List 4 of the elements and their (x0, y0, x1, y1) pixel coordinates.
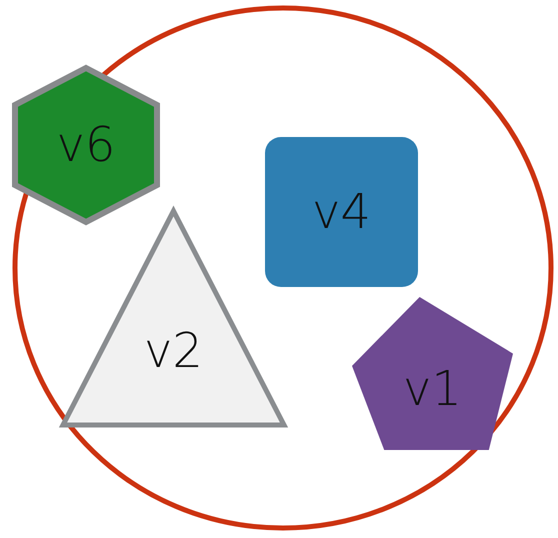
node-label: v1 (402, 364, 463, 413)
node-label: v6 (56, 121, 116, 169)
node-label: v4 (311, 188, 372, 236)
node-label: v2 (143, 327, 204, 375)
